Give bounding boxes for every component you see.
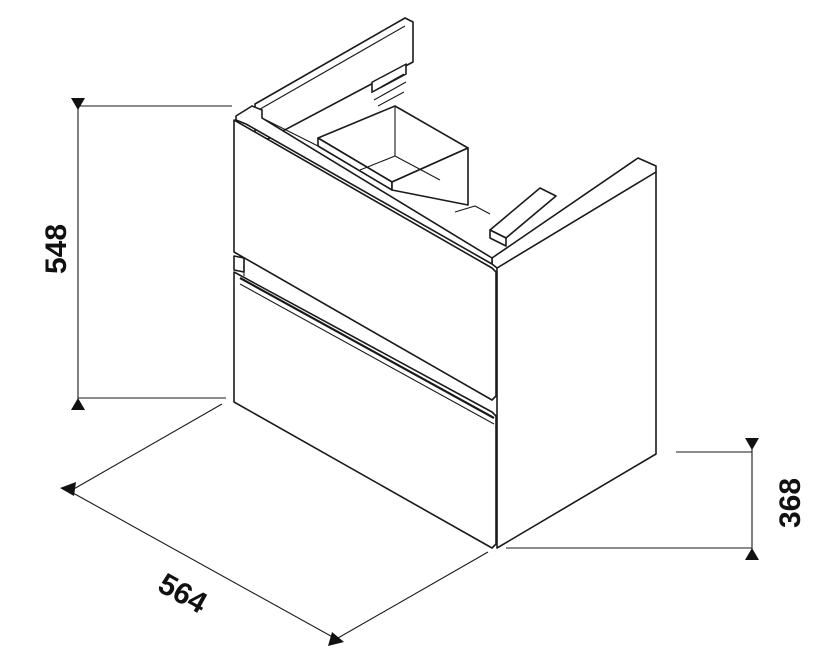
left-top-rail — [235, 105, 493, 265]
inner-right-box — [454, 187, 557, 247]
lower-drawer-front — [233, 271, 497, 549]
upper-drawer-front — [233, 119, 497, 401]
drawer-gap — [233, 255, 245, 273]
lower-drawer-handle-groove — [239, 277, 495, 419]
hardware-lines — [371, 73, 407, 107]
inner-drawer-right — [391, 147, 469, 206]
depth-ext-left — [71, 403, 223, 491]
back-hardware — [371, 63, 407, 107]
dimension-width: 368 — [506, 438, 807, 560]
back-rail-edge — [254, 25, 406, 113]
width-dimension-label: 368 — [774, 478, 807, 528]
width-arrow-bottom — [745, 548, 759, 560]
top-rail-inner-edge — [261, 117, 319, 147]
cabinet — [233, 17, 657, 549]
height-arrow-bottom — [71, 398, 85, 410]
depth-dimension-label: 564 — [153, 567, 213, 620]
inner-right-floor — [454, 205, 491, 215]
inner-right-box-front — [489, 229, 507, 247]
inner-drawer-box — [317, 105, 469, 206]
height-arrow-top — [71, 98, 85, 110]
depth-dim-line — [63, 487, 339, 641]
depth-arrow-right — [328, 632, 344, 646]
depth-arrow-left — [60, 482, 76, 496]
lower-drawer-handle-shadow — [239, 283, 495, 425]
depth-ext-right — [337, 551, 489, 639]
hardware-bracket — [371, 63, 407, 94]
width-arrow-top — [745, 438, 759, 450]
height-dimension-label: 548 — [40, 224, 73, 274]
dimension-height: 548 — [40, 98, 232, 410]
